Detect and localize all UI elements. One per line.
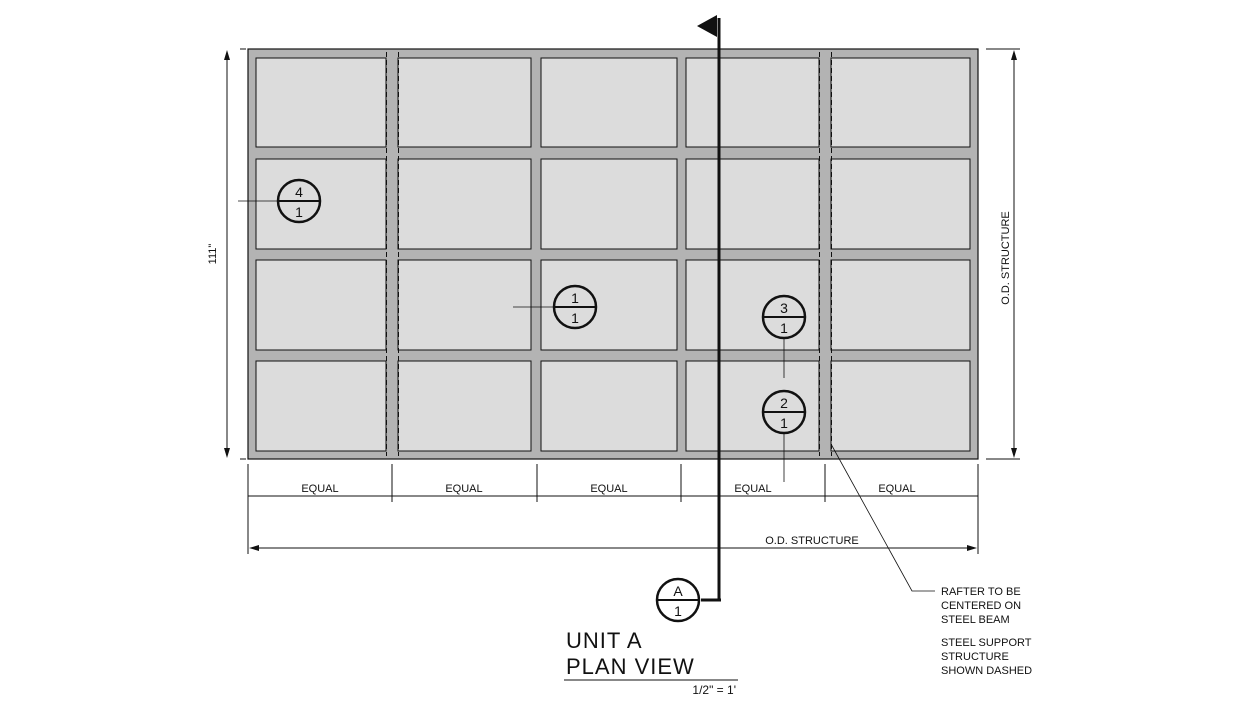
od-structure-vertical-label: O.D. STRUCTURE: [1000, 211, 1012, 305]
drawing-title-block: UNIT A PLAN VIEW 1/2" = 1': [564, 628, 738, 697]
section-marker-bubble: A 1: [655, 577, 701, 623]
panel-r1-c5: [830, 57, 971, 148]
drawing-title-line-2: PLAN VIEW: [566, 654, 695, 679]
od-structure-horizontal-label: O.D. STRUCTURE: [765, 535, 859, 547]
detail-bubble-2-bottom: 1: [780, 415, 788, 431]
panel-r4-c1: [255, 360, 387, 452]
panel-grid: [255, 57, 971, 452]
panel-r4-c4: [685, 360, 820, 452]
detail-bubble-2-top: 2: [780, 395, 788, 411]
height-dimension-left: [224, 48, 246, 460]
panel-r1-c2: [397, 57, 532, 148]
panel-r4-c5: [830, 360, 971, 452]
section-direction-flag-icon: [697, 15, 717, 37]
panel-r3-c2: [397, 259, 532, 351]
detail-bubble-3: 3 1: [761, 294, 807, 378]
panel-r1-c1: [255, 57, 387, 148]
bay-3-dimension: EQUAL: [590, 483, 627, 495]
height-dimension-label: 111": [207, 244, 219, 265]
support-note-line-2: STRUCTURE: [941, 651, 1009, 663]
rafter-note: RAFTER TO BE CENTERED ON STEEL BEAM: [941, 586, 1021, 626]
steel-support-dashed-lines: [386, 52, 832, 456]
support-note-line-1: STEEL SUPPORT: [941, 637, 1032, 649]
detail-bubble-1: 1 1: [513, 284, 598, 330]
section-marker-bottom: 1: [674, 603, 682, 619]
panel-r2-c4: [685, 158, 820, 250]
panel-r3-c5: [830, 259, 971, 351]
bay-dimension-string: [247, 464, 979, 554]
panel-r2-c2: [397, 158, 532, 250]
panel-r3-c4: [685, 259, 820, 351]
panel-r3-c3: [540, 259, 678, 351]
bay-5-dimension: EQUAL: [878, 483, 915, 495]
section-marker-top: A: [673, 583, 683, 599]
overall-width-dimension: [249, 545, 977, 551]
detail-bubble-1-top: 1: [571, 290, 579, 306]
panel-r4-c2: [397, 360, 532, 452]
height-dimension-right: [986, 48, 1020, 460]
detail-bubble-4-bottom: 1: [295, 204, 303, 220]
drawing-title-line-1: UNIT A: [566, 628, 643, 653]
detail-bubble-4-top: 4: [295, 184, 303, 200]
section-cut-line: [697, 15, 721, 602]
panel-r3-c1: [255, 259, 387, 351]
panel-r2-c5: [830, 158, 971, 250]
bay-2-dimension: EQUAL: [445, 483, 482, 495]
support-note-line-3: SHOWN DASHED: [941, 665, 1032, 677]
panel-r2-c3: [540, 158, 678, 250]
detail-bubble-4: 4 1: [238, 178, 322, 224]
panel-r4-c3: [540, 360, 678, 452]
bay-1-dimension: EQUAL: [301, 483, 338, 495]
panel-r1-c3: [540, 57, 678, 148]
support-note: STEEL SUPPORT STRUCTURE SHOWN DASHED: [941, 637, 1032, 677]
drawing-scale: 1/2" = 1': [692, 683, 736, 697]
panel-r1-c4: [685, 57, 820, 148]
rafter-note-line-1: RAFTER TO BE: [941, 586, 1021, 598]
structure-plan: [247, 48, 979, 460]
bay-dimension-labels: EQUAL EQUAL EQUAL EQUAL EQUAL: [301, 483, 915, 495]
detail-bubble-3-top: 3: [780, 300, 788, 316]
detail-bubble-2: 2 1: [761, 389, 807, 482]
rafter-note-line-3: STEEL BEAM: [941, 614, 1010, 626]
detail-bubble-3-bottom: 1: [780, 320, 788, 336]
rafter-note-leader: [830, 443, 935, 592]
rafter-note-line-2: CENTERED ON: [941, 600, 1021, 612]
bay-4-dimension: EQUAL: [734, 483, 771, 495]
detail-bubble-1-bottom: 1: [571, 310, 579, 326]
